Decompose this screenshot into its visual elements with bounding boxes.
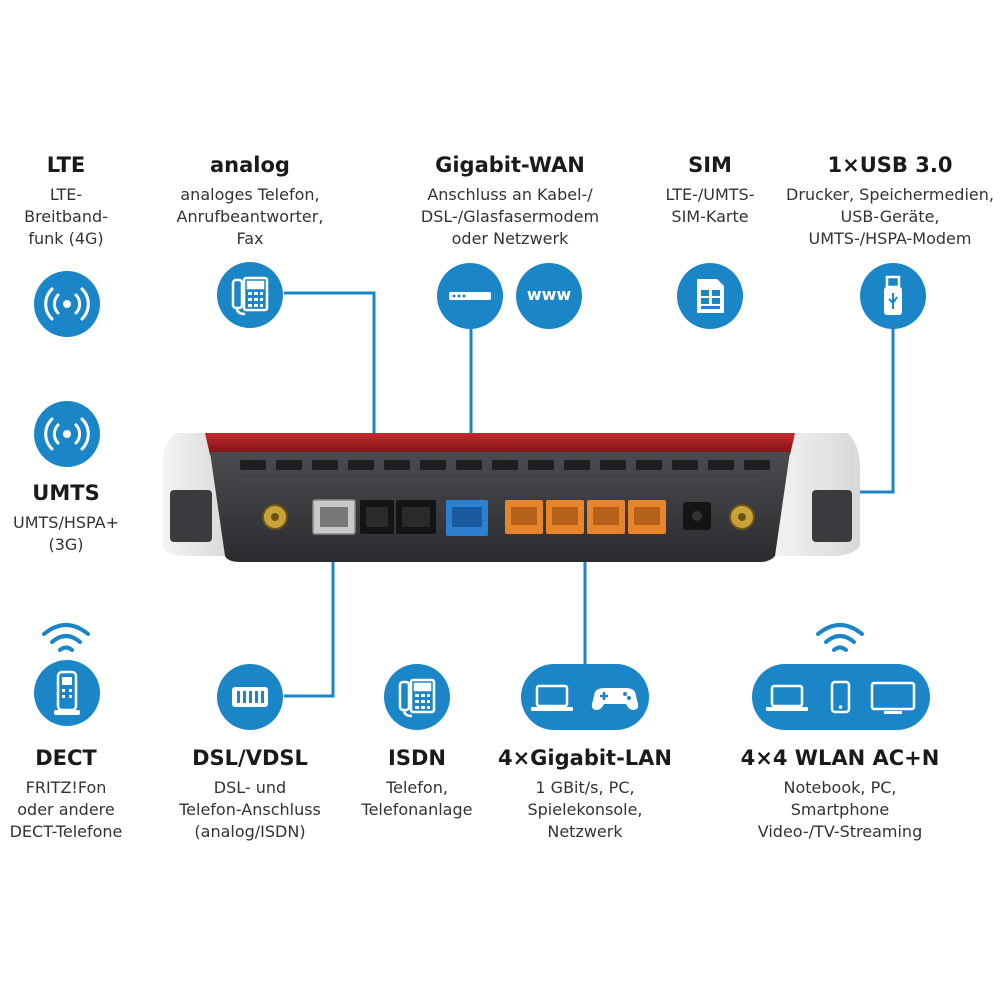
modem-icon bbox=[449, 292, 491, 300]
dect-icon-circle bbox=[34, 660, 100, 726]
label-analog: analog analoges Telefon, Anrufbeantworte… bbox=[150, 152, 350, 250]
title-usb: 1×USB 3.0 bbox=[827, 153, 953, 177]
umts-icon-circle bbox=[34, 401, 100, 467]
label-lan: 4×Gigabit-LAN 1 GBit/s, PC, Spielekonsol… bbox=[485, 745, 685, 843]
desc-lte: LTE- Breitband- funk (4G) bbox=[24, 185, 108, 248]
title-isdn: ISDN bbox=[388, 746, 446, 770]
wlan-wifi-icon bbox=[816, 623, 864, 652]
wireless-signal-icon bbox=[44, 287, 90, 321]
desk-phone-icon bbox=[398, 678, 436, 718]
title-lte: LTE bbox=[46, 153, 86, 177]
router-red-top bbox=[205, 433, 795, 455]
desc-lan: 1 GBit/s, PC, Spielekonsole, Netzwerk bbox=[527, 778, 643, 841]
title-sim: SIM bbox=[688, 153, 732, 177]
usb-icon-circle bbox=[860, 263, 926, 329]
www-icon: www bbox=[526, 285, 572, 304]
laptop-icon bbox=[766, 684, 808, 711]
dsl-port-icon bbox=[232, 687, 268, 707]
desc-wan: Anschluss an Kabel-/ DSL-/Glasfasermodem… bbox=[420, 185, 600, 248]
title-umts: UMTS bbox=[32, 481, 100, 505]
wlan-icon-pill bbox=[752, 664, 930, 730]
desc-analog: analoges Telefon, Anrufbeantworter, Fax bbox=[176, 185, 324, 248]
sim-icon-circle bbox=[677, 263, 743, 329]
wire-analog bbox=[284, 291, 376, 470]
wireless-signal-icon bbox=[44, 417, 90, 451]
label-dsl: DSL/VDSL DSL- und Telefon-Anschluss (ana… bbox=[150, 745, 350, 843]
title-analog: analog bbox=[210, 153, 290, 177]
dect-handset-icon bbox=[54, 670, 80, 715]
title-dect: DECT bbox=[35, 746, 97, 770]
wan-modem-icon-circle bbox=[437, 263, 503, 329]
desc-isdn: Telefon, Telefonanlage bbox=[361, 778, 473, 819]
label-wlan: 4×4 WLAN AC+N Notebook, PC, Smartphone V… bbox=[720, 745, 960, 843]
title-lan: 4×Gigabit-LAN bbox=[497, 746, 673, 770]
sim-card-icon bbox=[697, 279, 724, 313]
desc-wlan: Notebook, PC, Smartphone Video-/TV-Strea… bbox=[757, 778, 923, 841]
smartphone-icon bbox=[830, 680, 851, 714]
analog-icon-circle bbox=[217, 262, 283, 328]
dect-wifi-icon bbox=[42, 623, 90, 652]
gamepad-icon bbox=[591, 688, 639, 710]
usb-stick-icon bbox=[884, 275, 902, 315]
title-wlan: 4×4 WLAN AC+N bbox=[740, 746, 940, 770]
wire-dsl bbox=[284, 545, 335, 698]
desk-phone-icon bbox=[231, 276, 269, 316]
wire-usb bbox=[858, 322, 895, 494]
laptop-icon bbox=[531, 684, 573, 711]
desc-dect: FRITZ!Fon oder andere DECT-Telefone bbox=[9, 778, 123, 841]
desc-sim: LTE-/UMTS- SIM-Karte bbox=[665, 185, 755, 226]
wan-www-icon-circle: www bbox=[516, 263, 582, 329]
title-dsl: DSL/VDSL bbox=[192, 746, 308, 770]
dsl-icon-circle bbox=[217, 664, 283, 730]
desc-usb: Drucker, Speichermedien, USB-Geräte, UMT… bbox=[786, 185, 994, 248]
label-umts: UMTS UMTS/HSPA+ (3G) bbox=[0, 480, 132, 556]
lte-icon-circle bbox=[34, 271, 100, 337]
desc-umts: UMTS/HSPA+ (3G) bbox=[13, 513, 119, 554]
desc-dsl: DSL- und Telefon-Anschluss (analog/ISDN) bbox=[179, 778, 321, 841]
lan-icon-pill bbox=[521, 664, 649, 730]
label-sim: SIM LTE-/UMTS- SIM-Karte bbox=[640, 152, 780, 228]
label-dect: DECT FRITZ!Fon oder andere DECT-Telefone bbox=[0, 745, 132, 843]
label-usb: 1×USB 3.0 Drucker, Speichermedien, USB-G… bbox=[780, 152, 1000, 250]
label-isdn: ISDN Telefon, Telefonanlage bbox=[350, 745, 484, 821]
isdn-icon-circle bbox=[384, 664, 450, 730]
label-wan: Gigabit-WAN Anschluss an Kabel-/ DSL-/Gl… bbox=[395, 152, 625, 250]
monitor-icon bbox=[870, 681, 916, 714]
title-wan: Gigabit-WAN bbox=[435, 153, 585, 177]
label-lte: LTE LTE- Breitband- funk (4G) bbox=[0, 152, 132, 250]
